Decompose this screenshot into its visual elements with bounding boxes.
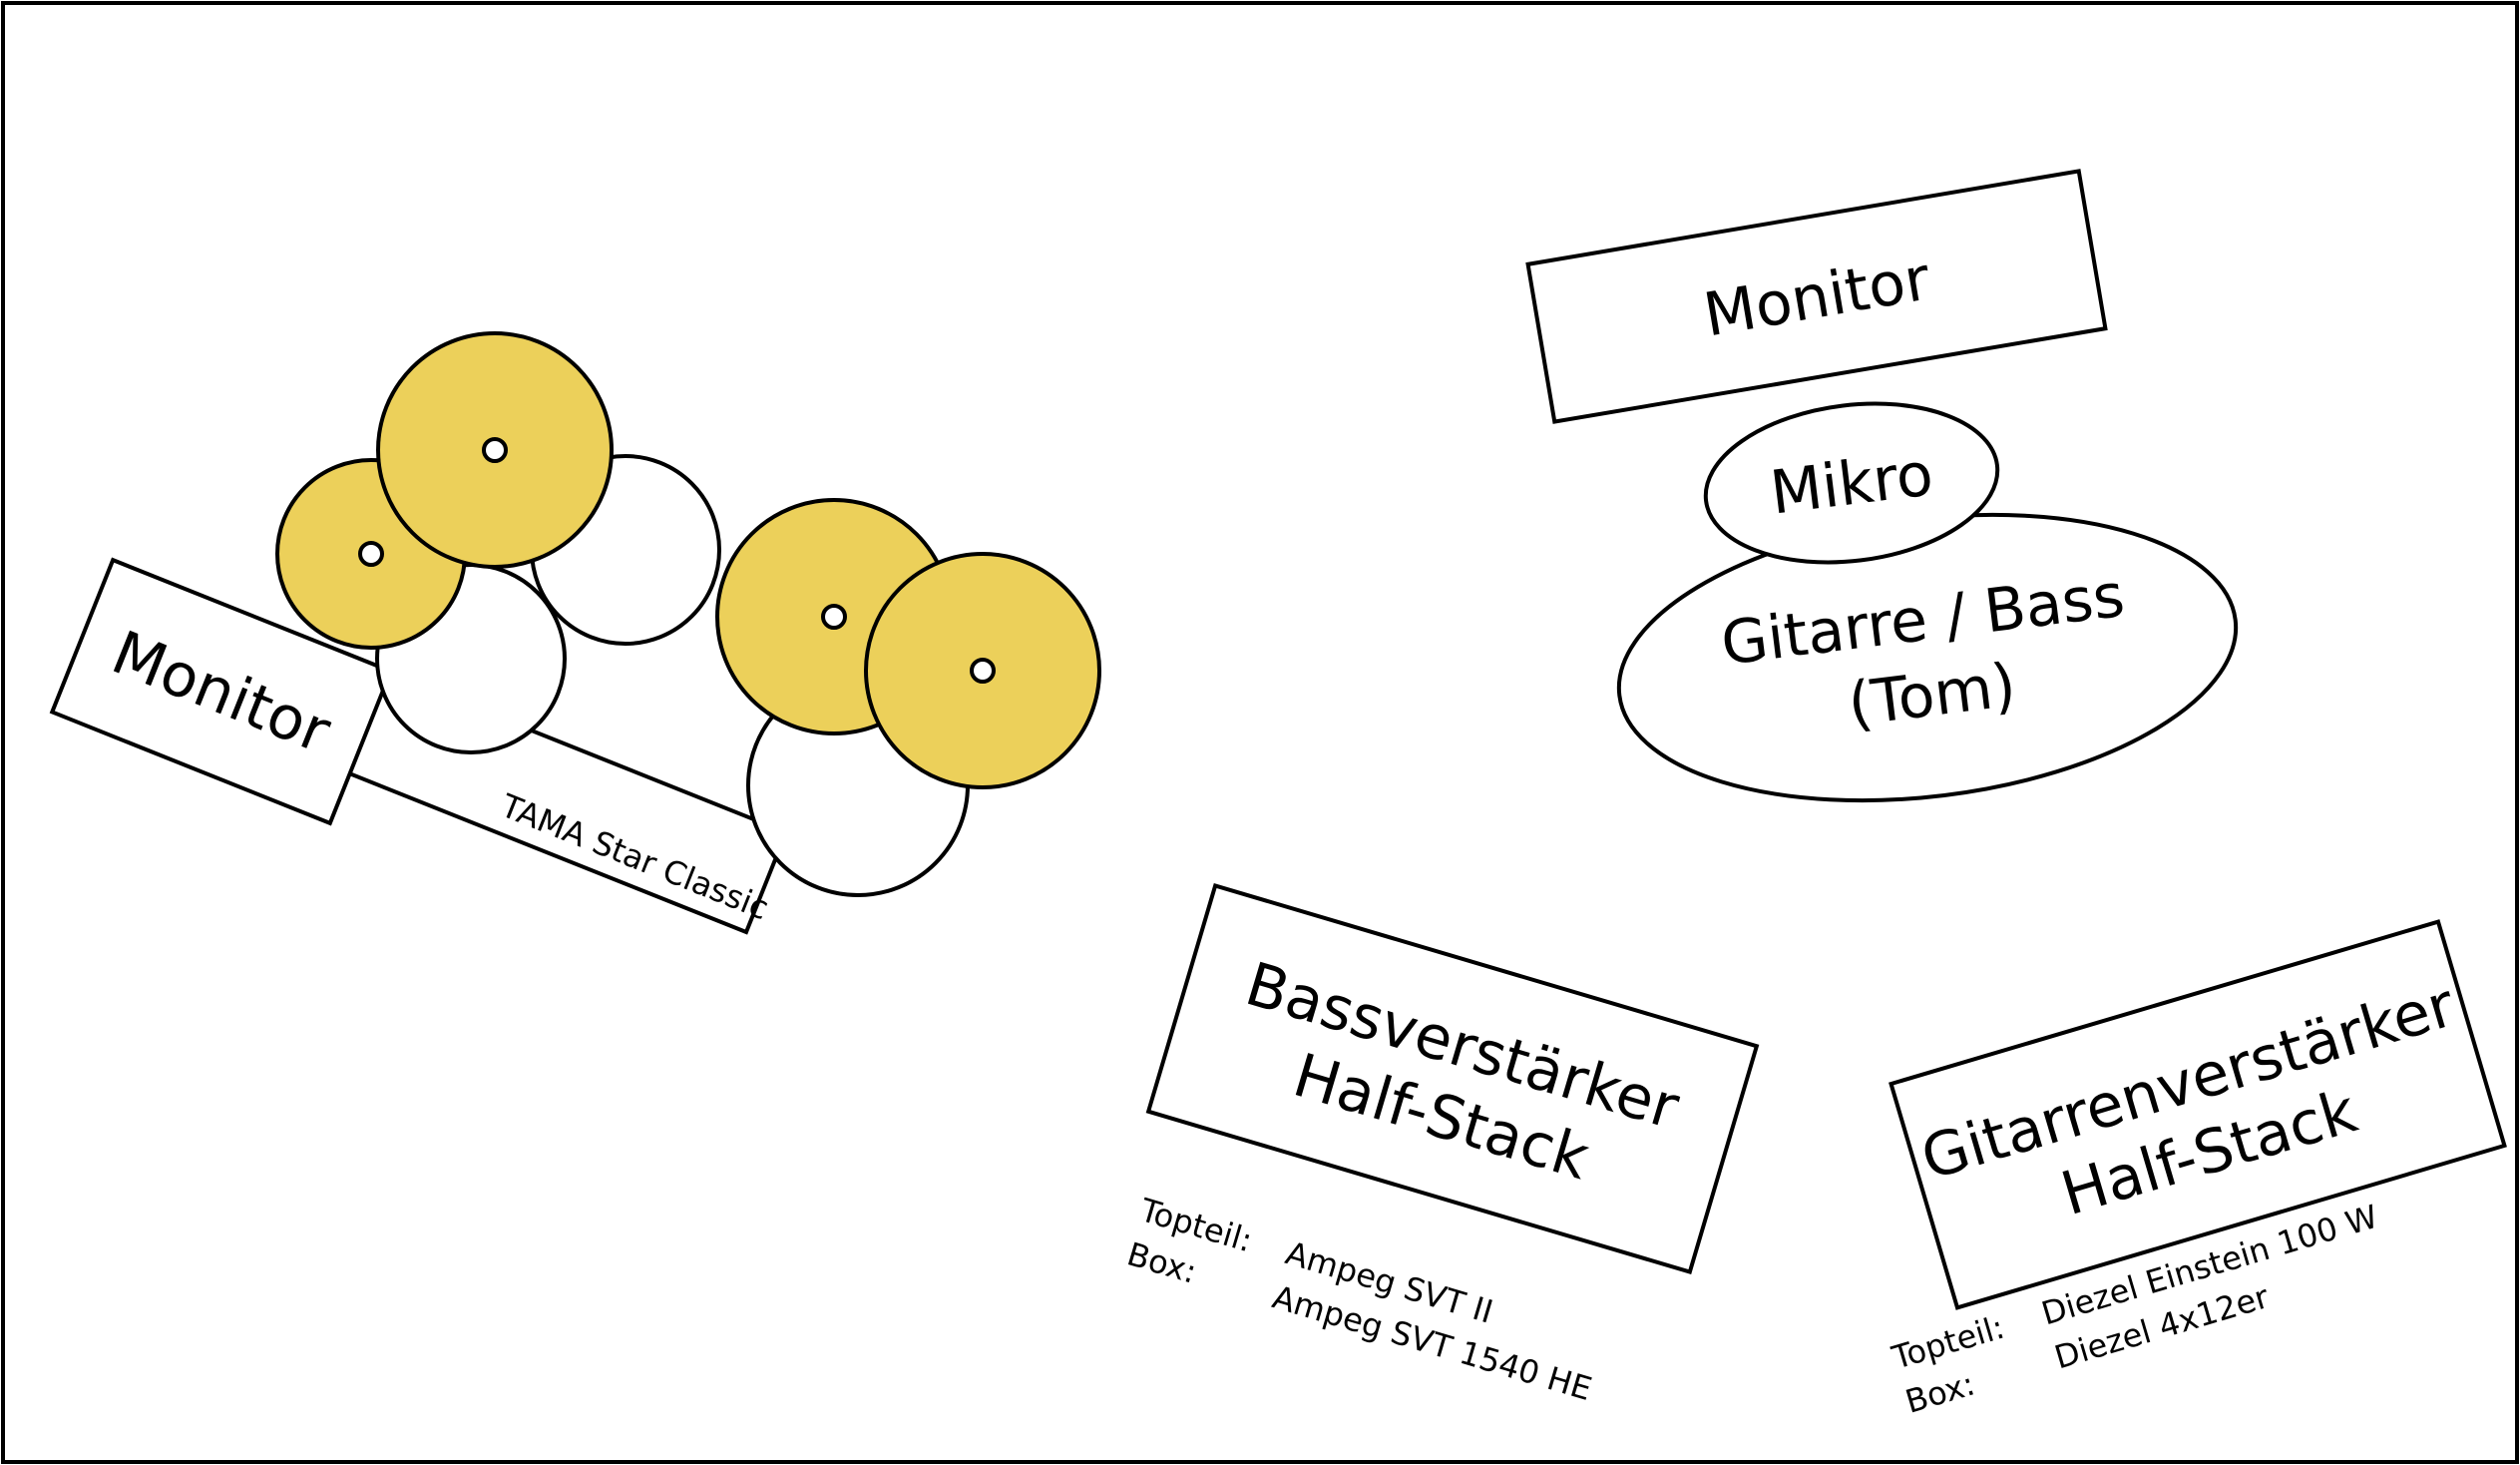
- guitar-amp-box: [1889, 919, 2507, 1310]
- vocal-monitor-box: [1525, 169, 2108, 424]
- microphone-ellipse: [1703, 401, 2000, 565]
- drum-monitor-box: [49, 557, 394, 826]
- drum-monitor: Monitor: [49, 557, 394, 826]
- cymbal-center: [970, 658, 996, 684]
- cymbal-center: [482, 437, 508, 463]
- cymbal-center: [358, 541, 384, 567]
- drum-area: Monitor TAMA Star Classic: [49, 331, 1101, 935]
- microphone-position: Mikro: [1703, 401, 2000, 565]
- guitar-amp: Gitarrenverstärker Half-Stack Topteil: D…: [1888, 919, 2507, 1421]
- guitar-bass-position: Gitarre / Bass (Tom): [1616, 512, 2239, 803]
- vocal-area: Monitor Gitarre / Bass (Tom) Mikro: [1525, 169, 2239, 803]
- bass-amp-box: [1145, 882, 1760, 1275]
- vocal-monitor: Monitor: [1525, 169, 2108, 424]
- cymbal-center: [821, 604, 847, 630]
